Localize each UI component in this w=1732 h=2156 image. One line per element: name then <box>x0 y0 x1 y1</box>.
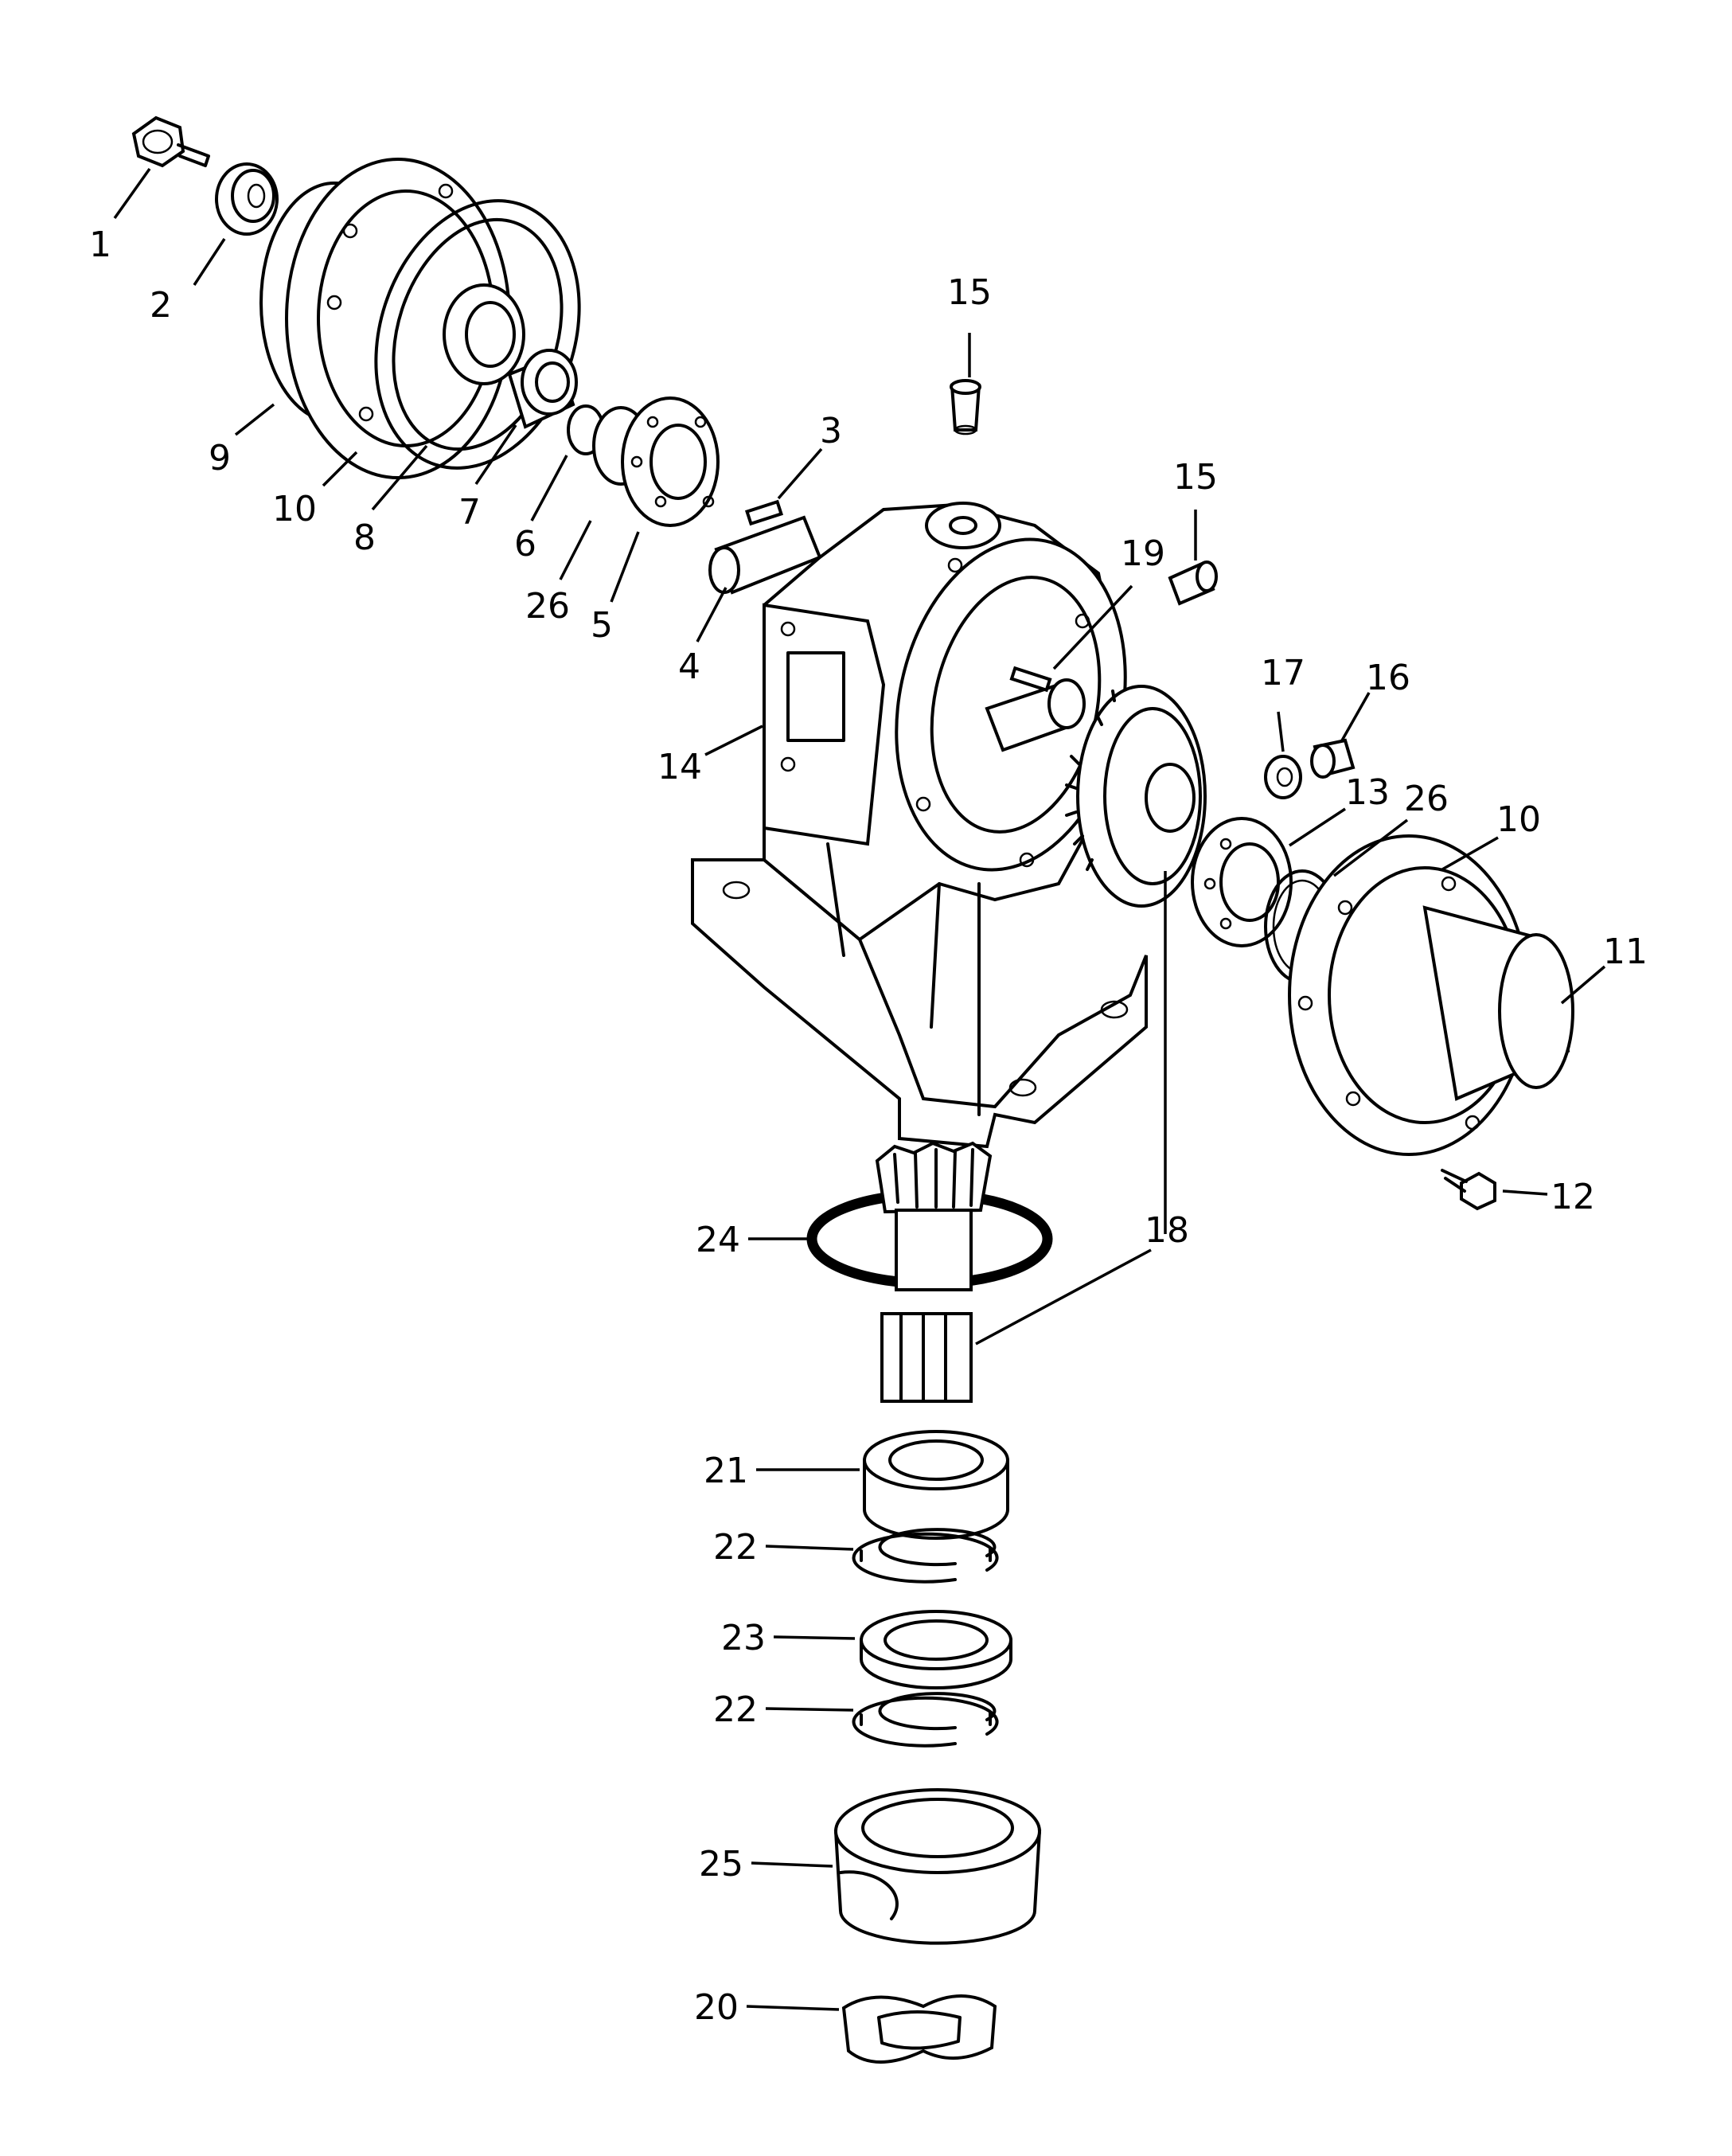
part-15-plug-side <box>1168 560 1218 606</box>
callout-16: 16 <box>1366 658 1410 698</box>
callout-7: 7 <box>458 492 481 533</box>
callout-9: 9 <box>209 438 231 478</box>
part-1-bolt <box>131 115 210 168</box>
callout-11: 11 <box>1603 932 1648 972</box>
part-7-sleeve <box>507 349 578 429</box>
callout-8: 8 <box>353 518 376 558</box>
part-13-bearing <box>1191 817 1293 947</box>
part-5-6-26-bearing-set <box>567 396 720 527</box>
callout-10: 10 <box>1496 799 1541 840</box>
callout-6: 6 <box>514 524 536 564</box>
callout-22: 22 <box>713 1527 758 1568</box>
callout-15: 15 <box>947 272 992 313</box>
part-22-retaining-ring-lower <box>852 1692 999 1748</box>
callout-26: 26 <box>1404 779 1449 819</box>
part-23-spacer <box>860 1610 1012 1689</box>
callout-10: 10 <box>272 489 317 529</box>
callout-20: 20 <box>694 1987 739 2028</box>
callout-15: 15 <box>1173 457 1218 498</box>
part-12-bolt <box>1441 1169 1496 1211</box>
part-3-key <box>744 499 784 526</box>
callout-26: 26 <box>525 586 570 627</box>
callout-2: 2 <box>150 285 172 326</box>
callout-1: 1 <box>89 225 111 265</box>
part-18-pinion-shaft <box>875 1141 993 1403</box>
callout-12: 12 <box>1551 1177 1595 1217</box>
part-10-11-output-cover <box>1288 834 1574 1156</box>
part-8-seal <box>443 283 525 385</box>
callout-22: 22 <box>713 1689 758 1730</box>
part-17-washer <box>1264 755 1302 799</box>
part-20-cushion <box>841 1994 997 2064</box>
callout-19: 19 <box>1121 533 1165 574</box>
callout-13: 13 <box>1345 772 1390 813</box>
part-2-washer <box>215 162 279 236</box>
part-18-bevel-gear <box>1065 685 1207 908</box>
callout-5: 5 <box>591 605 613 646</box>
callout-23: 23 <box>721 1618 766 1658</box>
callout-labels: 1 2 9 10 8 7 6 26 5 3 4 15 15 19 14 17 1… <box>89 225 1648 2028</box>
callout-18: 18 <box>1145 1210 1189 1251</box>
callout-17: 17 <box>1261 653 1305 693</box>
part-15-plug-top <box>950 379 981 435</box>
part-25-cap <box>833 1788 1042 1945</box>
callout-14: 14 <box>657 747 702 787</box>
part-22-retaining-ring-upper <box>852 1528 999 1584</box>
callout-21: 21 <box>704 1451 748 1491</box>
callout-3: 3 <box>820 411 842 451</box>
callout-25: 25 <box>699 1844 743 1885</box>
part-16-plug <box>1310 738 1356 779</box>
callout-24: 24 <box>696 1220 740 1260</box>
part-19-key <box>1009 666 1052 693</box>
part-14-gearbox-housing <box>691 502 1148 1149</box>
part-21-bearing <box>863 1430 1009 1540</box>
callout-4: 4 <box>678 646 700 687</box>
callout-leaders <box>113 167 1606 2011</box>
